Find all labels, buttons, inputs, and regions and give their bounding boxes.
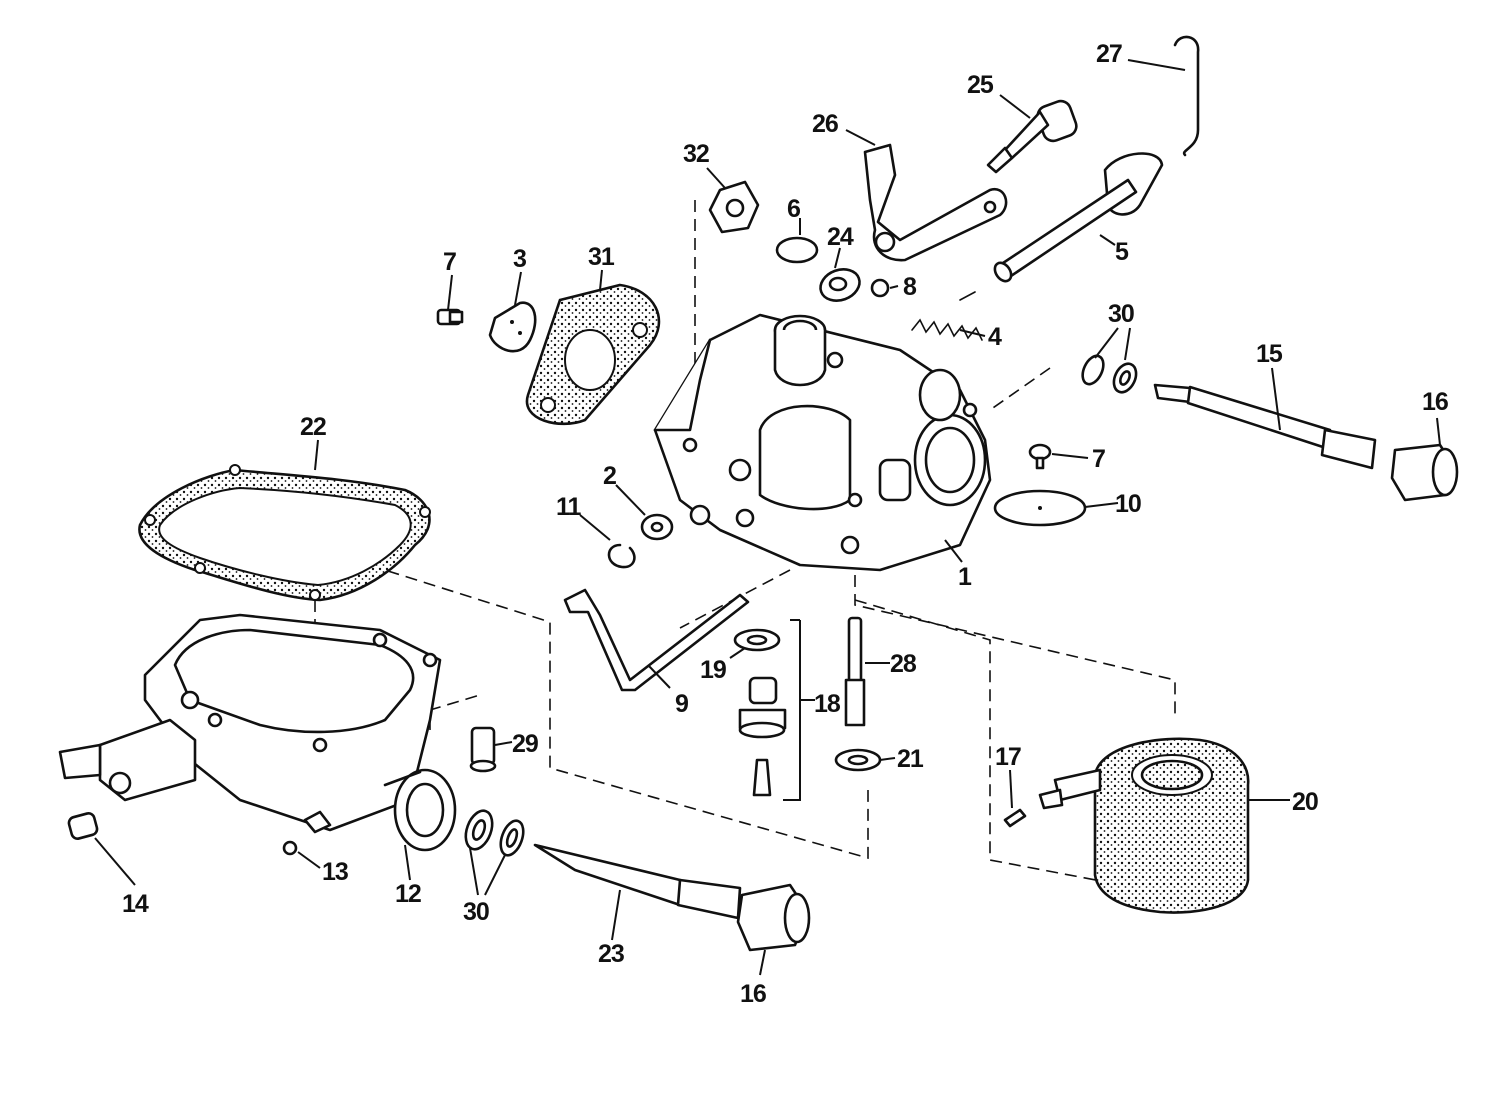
callout-21: 21: [897, 745, 924, 773]
callout-9: 9: [675, 690, 688, 718]
callout-14: 14: [122, 890, 149, 918]
fuel-inlet-fitting: [58, 718, 197, 802]
callout-3: 3: [513, 245, 526, 273]
part-30-washers-lower: [464, 809, 525, 857]
callout-31: 31: [588, 243, 615, 271]
part-9-choke-link: [563, 588, 750, 692]
callout-11: 11: [556, 493, 582, 521]
callout-22: 22: [300, 413, 326, 441]
part-30-washers-upper: [1081, 354, 1138, 394]
part-11-clip: [607, 543, 636, 569]
callout-24: 24: [827, 223, 854, 251]
callout-labels: 1 2 3 4 5 6 7 7 8 9 10 11 12 13 14 15 16…: [122, 40, 1449, 1008]
part-15-needle-valve: [1153, 383, 1377, 470]
callout-13: 13: [322, 858, 348, 886]
part-7-screw-right: [1028, 443, 1052, 470]
callout-15: 15: [1256, 340, 1283, 368]
part-23-needle-valve: [533, 843, 742, 920]
part-17-hinge-pin: [1003, 808, 1027, 828]
callout-8: 8: [903, 273, 917, 301]
callout-5: 5: [1115, 238, 1129, 266]
part-1-carburetor-body: [653, 313, 992, 572]
part-19-gasket-washer: [733, 628, 781, 652]
part-8-ball: [870, 278, 890, 298]
callout-2: 2: [603, 462, 616, 490]
callout-32: 32: [683, 140, 709, 168]
callout-10: 10: [1115, 490, 1141, 518]
part-25-screw: [986, 99, 1078, 174]
callout-26: 26: [812, 110, 838, 138]
callout-20: 20: [1292, 788, 1318, 816]
part-27-link-rod: [1173, 35, 1200, 157]
callout-23: 23: [598, 940, 624, 968]
callout-16-lower: 16: [740, 980, 766, 1008]
part-12-float-bowl: [143, 613, 457, 852]
callout-7-left: 7: [443, 248, 456, 276]
callout-17: 17: [995, 743, 1021, 771]
part-28-jet: [844, 616, 866, 727]
part-6-welch-plug: [775, 236, 819, 264]
callout-28: 28: [890, 650, 917, 678]
callout-6: 6: [787, 195, 800, 223]
part-7-screw-left: [436, 308, 464, 326]
part-16-packing-nut-upper: [1390, 443, 1459, 502]
callout-30-lower: 30: [463, 898, 489, 926]
callout-30-upper: 30: [1108, 300, 1134, 328]
callout-4: 4: [988, 323, 1002, 351]
part-10-throttle-plate: [993, 489, 1087, 527]
part-20-float: [1038, 737, 1250, 914]
part-29-screw: [469, 726, 497, 773]
callout-19: 19: [700, 656, 726, 684]
callout-25: 25: [967, 71, 994, 99]
callout-16-upper: 16: [1422, 388, 1448, 416]
part-2-washer: [640, 513, 674, 541]
callout-12: 12: [395, 880, 421, 908]
part-3-choke-plate: [488, 301, 537, 353]
part-21-washer: [834, 748, 882, 772]
leader-lines: [94, 59, 1441, 976]
part-4-spring: [911, 291, 983, 341]
callout-1: 1: [958, 563, 972, 591]
part-14-plug: [67, 812, 99, 840]
part-26-throttle-lever: [863, 143, 1008, 262]
callout-7-right: 7: [1092, 445, 1105, 473]
part-31-gasket: [525, 283, 661, 426]
part-5-throttle-shaft: [993, 152, 1164, 283]
callout-18: 18: [814, 690, 841, 718]
part-22-bowl-gasket: [138, 464, 431, 602]
callout-27: 27: [1096, 40, 1122, 68]
part-18-needle-seat: [738, 676, 787, 797]
part-16-packing-nut-lower: [736, 883, 811, 952]
callout-29: 29: [512, 730, 538, 758]
part-24-washer: [819, 268, 861, 302]
part-32-nut: [708, 180, 760, 234]
part-13-ball: [282, 840, 298, 856]
